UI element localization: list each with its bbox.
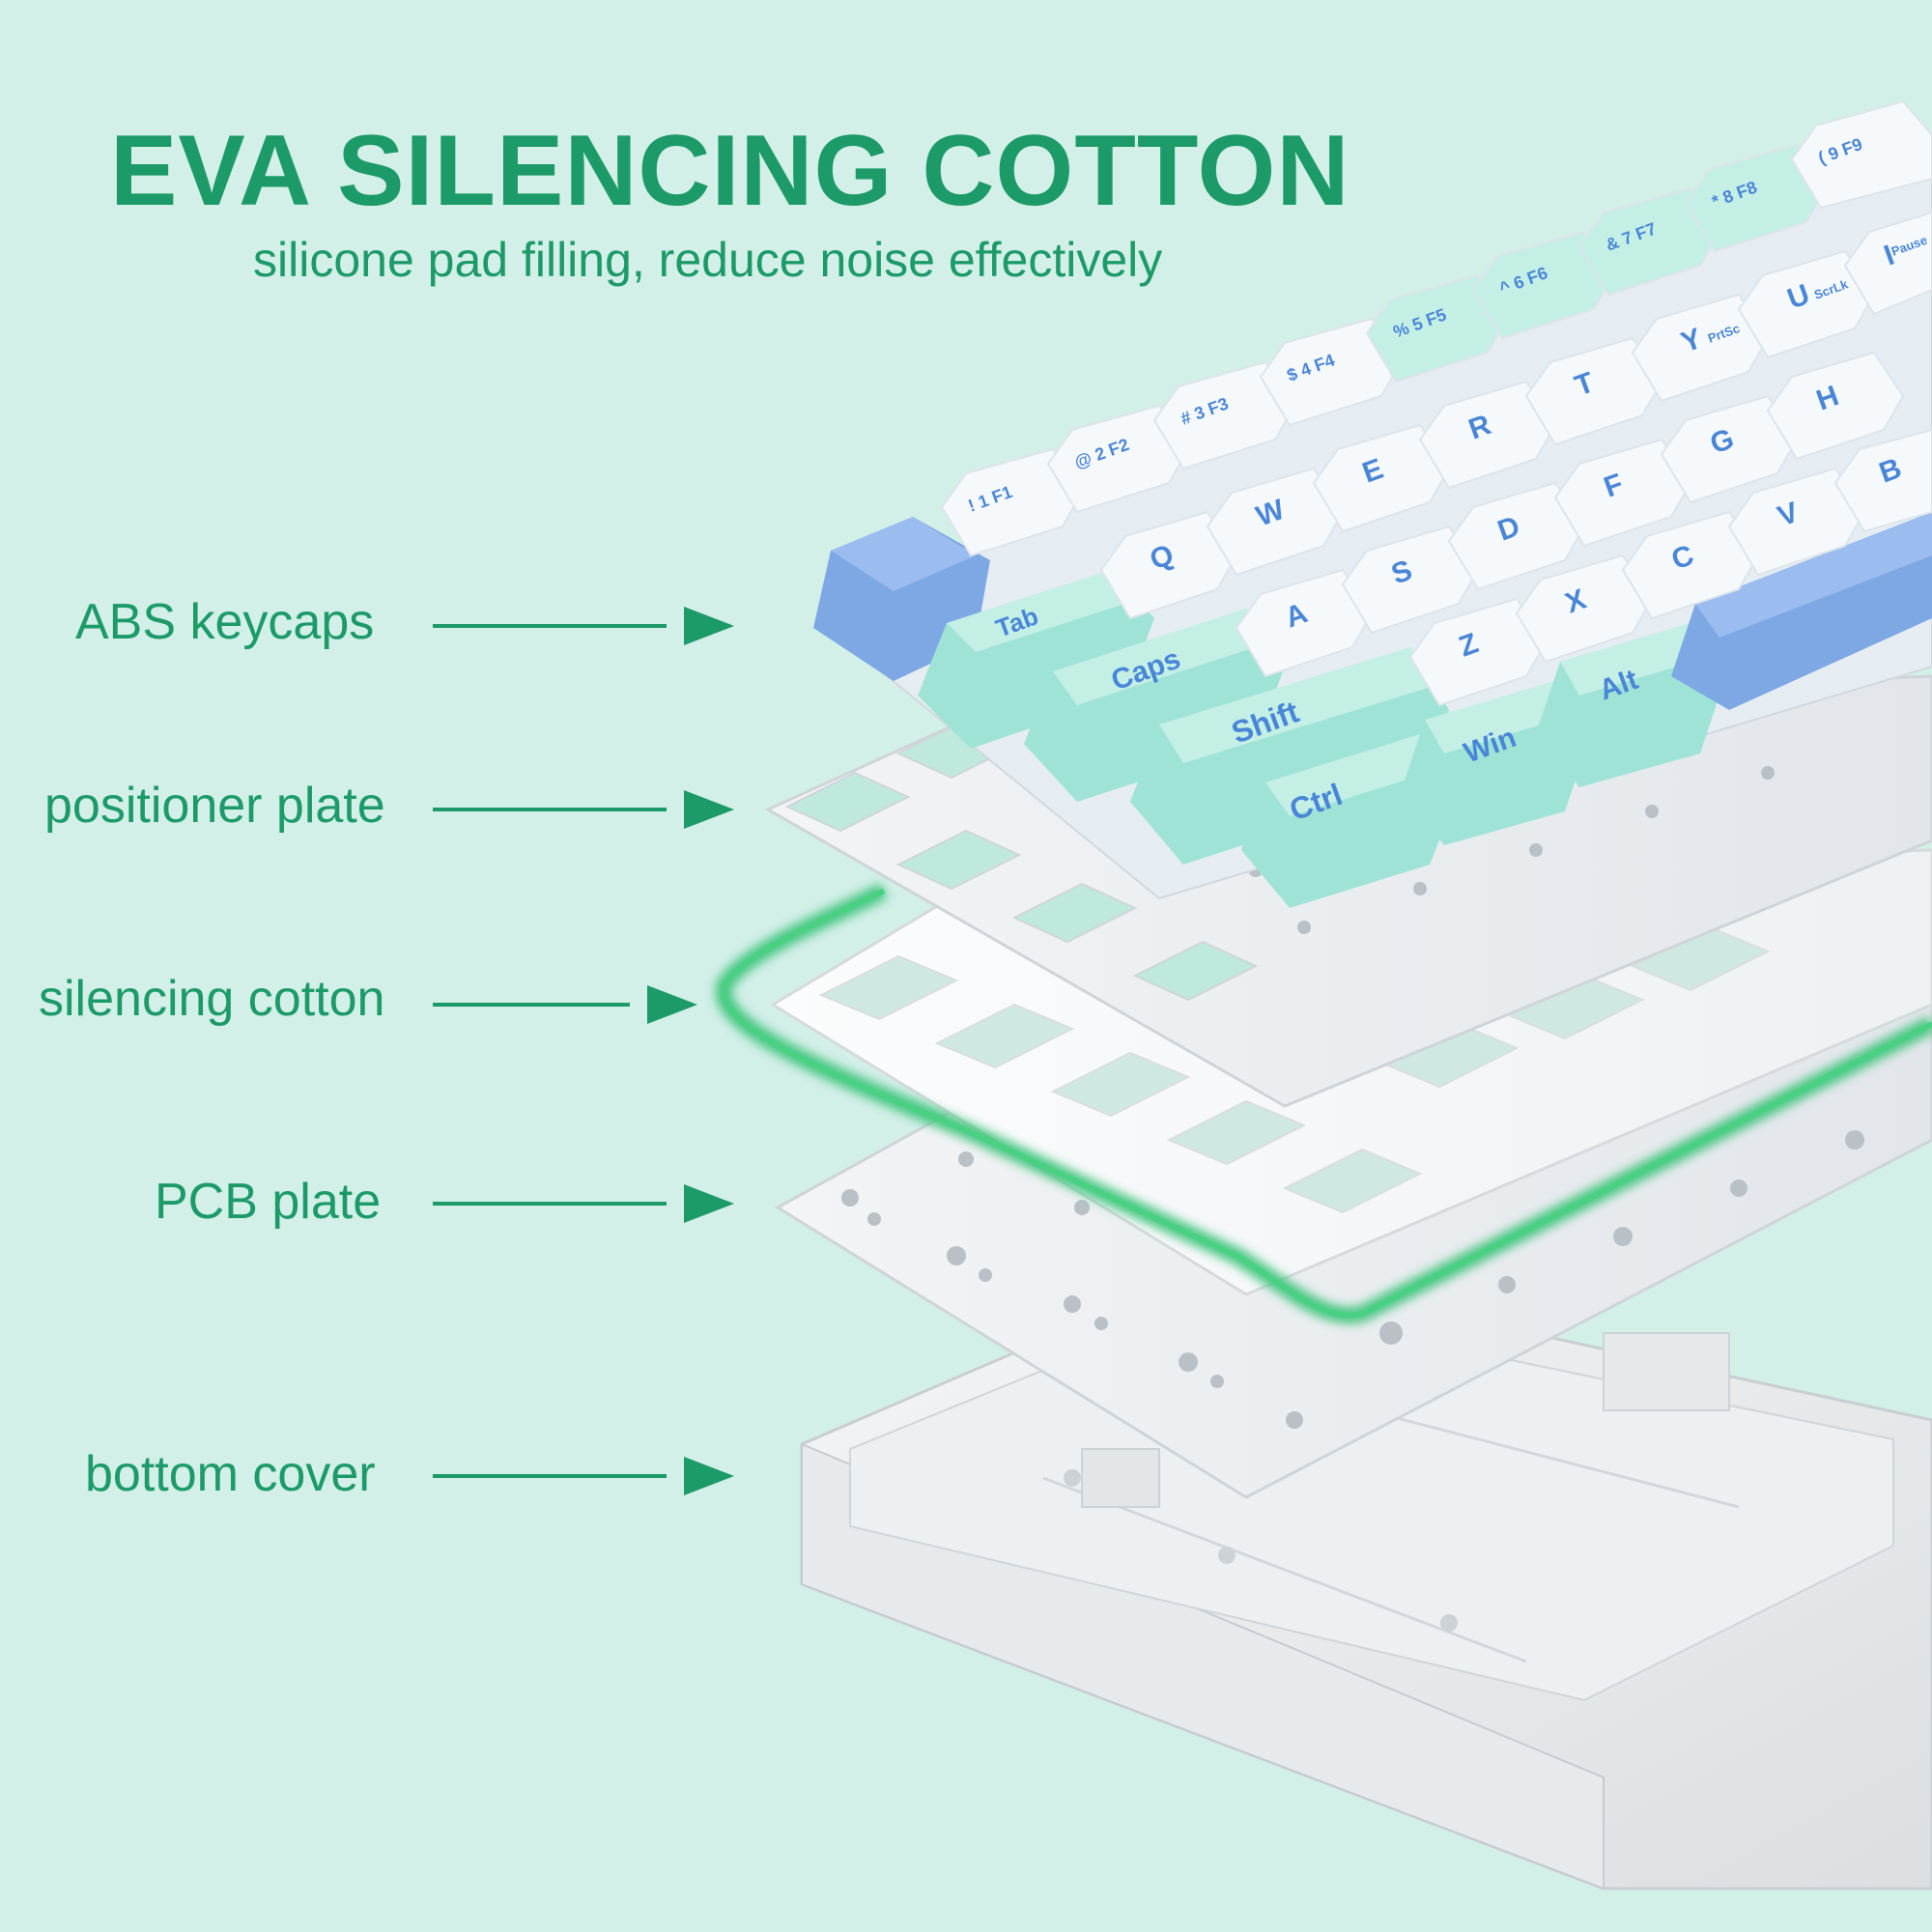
callout-arrows bbox=[433, 607, 734, 1495]
arrow-right-icon bbox=[433, 790, 734, 829]
label-silencing-cotton: silencing cotton bbox=[39, 971, 385, 1027]
keycap-ctrl bbox=[1241, 734, 1459, 908]
arrow-right-icon bbox=[433, 1457, 734, 1495]
arrow-right-icon bbox=[433, 1184, 734, 1223]
abs-keycaps: Tab Caps Shift Ctrl Win Alt Q W E R T Y … bbox=[813, 99, 1932, 908]
arrow-right-icon bbox=[433, 607, 734, 645]
label-pcb-plate: PCB plate bbox=[155, 1174, 382, 1230]
label-bottom-cover: bottom cover bbox=[85, 1446, 376, 1502]
letter-rows bbox=[1099, 211, 1932, 707]
subheadline: silicone pad filling, reduce noise effec… bbox=[253, 233, 1163, 287]
number-row bbox=[940, 99, 1932, 557]
headline: EVA SILENCING COTTON bbox=[110, 115, 1350, 227]
arrow-right-icon bbox=[433, 985, 697, 1024]
label-positioner-plate: positioner plate bbox=[44, 778, 385, 834]
keycap-shift bbox=[1130, 647, 1449, 865]
bottom-cover bbox=[800, 1264, 1932, 1890]
label-abs-keycaps: ABS keycaps bbox=[75, 594, 375, 650]
keycap-space bbox=[1671, 512, 1932, 710]
